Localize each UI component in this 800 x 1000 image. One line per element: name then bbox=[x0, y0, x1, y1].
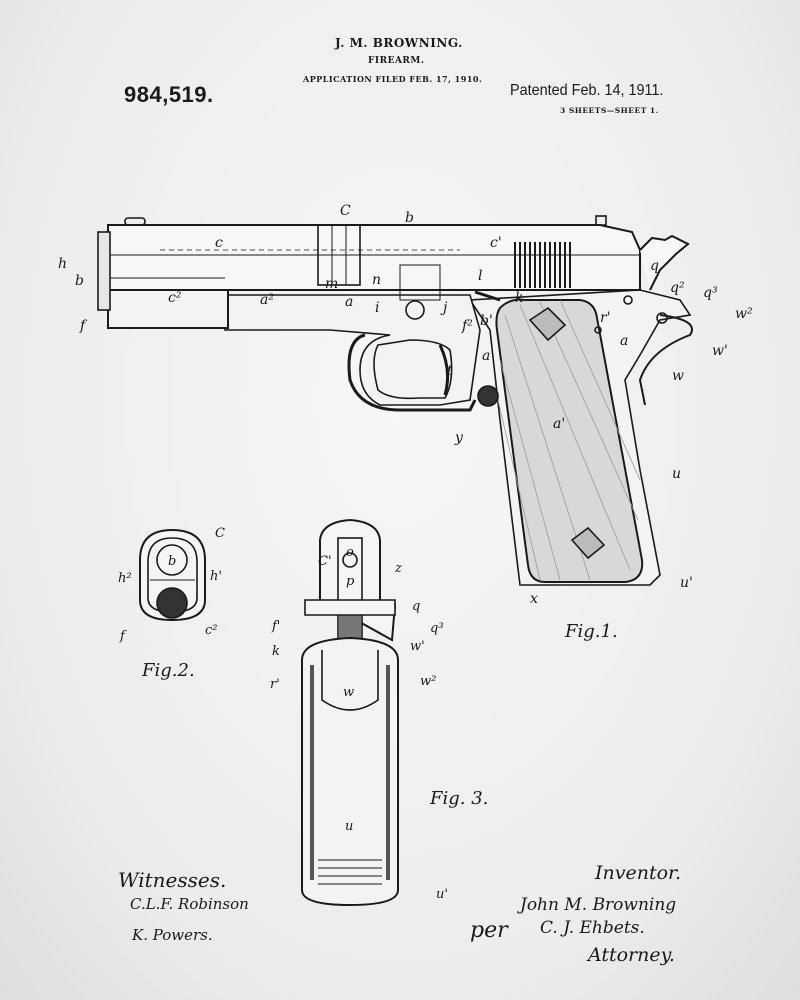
frame bbox=[224, 294, 481, 406]
witness-signature-1: C.L.F. Robinson bbox=[130, 895, 249, 913]
label: q³ bbox=[703, 285, 718, 301]
inventor-signature: John M. Browning bbox=[520, 895, 677, 915]
label: w² bbox=[420, 674, 436, 689]
fig3-labels: C' o p z f' k q q³ w' r' w² w u u' bbox=[270, 545, 448, 902]
label: w bbox=[343, 685, 354, 700]
label: k bbox=[272, 644, 280, 659]
magazine-release bbox=[477, 385, 499, 407]
label: h' bbox=[210, 569, 222, 584]
locking-lugs bbox=[317, 224, 361, 286]
rear-sight bbox=[595, 215, 607, 226]
grip-safety-rear bbox=[321, 650, 379, 711]
slide-stop-pin bbox=[405, 300, 425, 320]
label: w² bbox=[735, 306, 753, 322]
label: y bbox=[454, 430, 464, 446]
label: n bbox=[372, 272, 381, 288]
grip-screw-top bbox=[528, 306, 567, 342]
label: r' bbox=[270, 677, 280, 692]
sheet-count: 3 SHEETS—SHEET 1. bbox=[560, 106, 659, 115]
label: a bbox=[482, 348, 490, 364]
invention-title: FIREARM. bbox=[368, 56, 425, 66]
label: t bbox=[447, 363, 453, 379]
label: k bbox=[515, 290, 523, 306]
label: q² bbox=[670, 280, 685, 296]
trigger-guard bbox=[347, 333, 477, 412]
label: b bbox=[75, 273, 84, 289]
label: h bbox=[58, 256, 67, 272]
barrel-bushing bbox=[97, 231, 111, 311]
trigger bbox=[438, 344, 450, 396]
label: j bbox=[440, 300, 448, 316]
label: C' bbox=[318, 554, 332, 569]
fig1-labels: h b f c C b c² a² c' m n a i j l k f² b'… bbox=[58, 203, 753, 607]
witness-signature-2: K. Powers. bbox=[132, 926, 213, 944]
label: w' bbox=[410, 639, 425, 654]
grip-screw-bottom bbox=[570, 526, 606, 560]
label: r' bbox=[600, 310, 611, 326]
patent-number: 984,519. bbox=[124, 82, 214, 107]
label: C bbox=[340, 203, 351, 219]
witnesses-label: Witnesses. bbox=[118, 868, 227, 892]
label: f² bbox=[461, 318, 473, 334]
fig2-labels: C b h² h' f c² bbox=[118, 526, 225, 644]
front-sight bbox=[124, 217, 146, 226]
label: f bbox=[119, 629, 127, 644]
filing-date: APPLICATION FILED FEB. 17, 1910. bbox=[303, 74, 483, 84]
label: m bbox=[325, 276, 338, 292]
hammer bbox=[639, 234, 690, 291]
label: c bbox=[215, 235, 223, 251]
label: u bbox=[345, 819, 353, 834]
label: o bbox=[346, 545, 354, 560]
label: b bbox=[405, 210, 414, 226]
fig2-muzzle-view bbox=[139, 528, 206, 622]
label: a² bbox=[260, 292, 274, 308]
fig3-rear-view bbox=[301, 518, 399, 907]
patent-date: Patented Feb. 14, 1911. bbox=[510, 82, 664, 99]
label: u' bbox=[436, 887, 448, 902]
slide-stop bbox=[474, 290, 501, 302]
label: w' bbox=[712, 343, 728, 359]
label: c² bbox=[205, 623, 218, 638]
label: f bbox=[79, 318, 88, 334]
label: C bbox=[215, 526, 225, 541]
label: p bbox=[346, 574, 355, 589]
attorney-signature: C. J. Ehbets. bbox=[540, 918, 645, 938]
figure-captions: Fig.1. Fig.2. Fig. 3. bbox=[141, 621, 618, 809]
label: i bbox=[375, 300, 379, 316]
label: b' bbox=[480, 313, 493, 329]
label: w bbox=[672, 368, 684, 384]
per-label: per bbox=[470, 918, 508, 943]
label: x bbox=[530, 591, 538, 607]
label: l bbox=[478, 268, 482, 284]
label: f' bbox=[271, 619, 280, 634]
label: u' bbox=[680, 575, 693, 591]
attorney-label: Attorney. bbox=[588, 944, 675, 966]
inventor-name: J. M. BROWNING. bbox=[335, 36, 463, 50]
fig3-caption: Fig. 3. bbox=[429, 788, 488, 809]
label: h² bbox=[118, 571, 132, 586]
label: c' bbox=[490, 235, 502, 251]
label: a' bbox=[553, 416, 565, 432]
label: a bbox=[345, 294, 353, 310]
label: q bbox=[412, 599, 420, 614]
label: a bbox=[620, 333, 628, 349]
grip-rear bbox=[301, 636, 399, 907]
label: c² bbox=[168, 290, 182, 306]
trigger-opening bbox=[373, 339, 453, 400]
bore bbox=[156, 544, 188, 576]
grip-safety bbox=[638, 314, 693, 406]
fig1-pistol bbox=[97, 215, 693, 586]
fig1-caption: Fig.1. bbox=[564, 621, 618, 642]
label: q³ bbox=[430, 621, 444, 636]
inventor-label: Inventor. bbox=[595, 862, 682, 884]
label: q bbox=[650, 258, 659, 274]
label: u bbox=[672, 466, 681, 482]
recoil-plug bbox=[156, 587, 188, 619]
label: b bbox=[168, 554, 176, 569]
label: z bbox=[394, 561, 402, 576]
slide-serrations bbox=[514, 242, 571, 288]
fig2-caption: Fig.2. bbox=[141, 660, 195, 681]
